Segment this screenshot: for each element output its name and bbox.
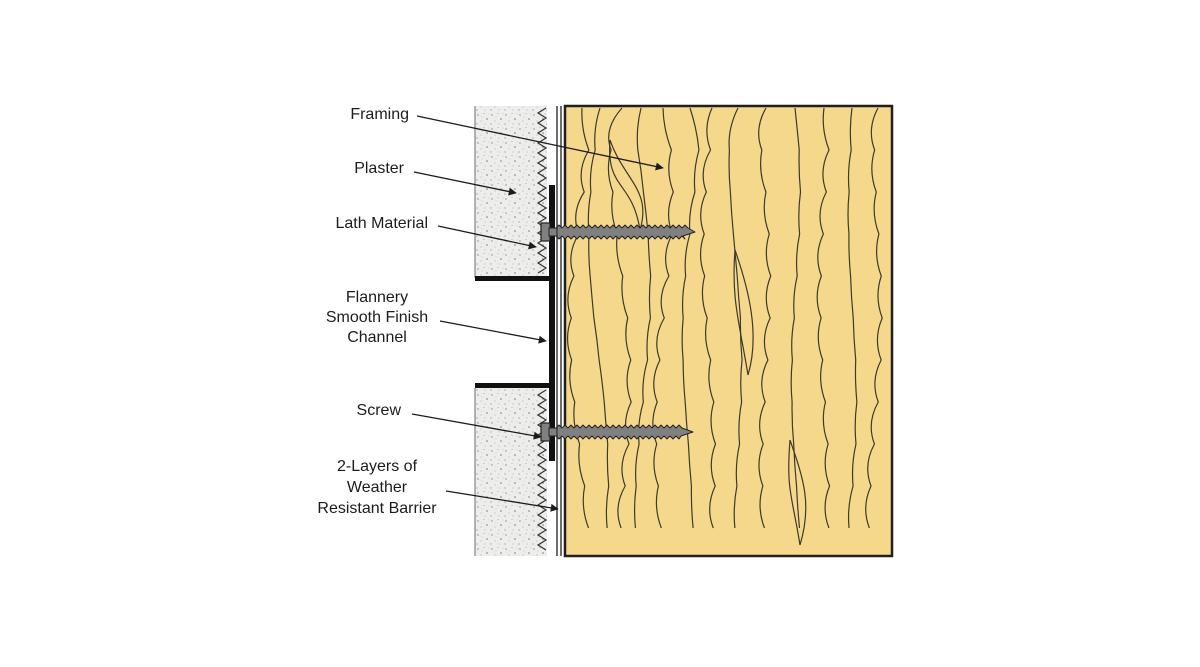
wood-grain-line: [681, 107, 700, 529]
label-screw: Screw: [357, 402, 402, 419]
leader-barrier: [445, 490, 559, 512]
label-channel-line-3: Channel: [347, 329, 407, 346]
label-barrier-line-3: Resistant Barrier: [317, 500, 437, 517]
wood-grain-line: [566, 107, 590, 529]
label-channel-line-2: Smooth Finish: [326, 309, 428, 326]
wood-grain-line: [790, 107, 802, 529]
smooth-finish-channel: [475, 185, 555, 461]
wood-grain-line: [728, 107, 743, 529]
lath-material-lower: [536, 389, 548, 551]
labels: Framing Plaster Lath Material Flannery S…: [317, 106, 437, 517]
label-barrier-line-2: Weather: [347, 479, 408, 496]
label-barrier-line-1: 2-Layers of: [337, 458, 418, 475]
leader-lines: [411, 115, 664, 512]
wood-grain-line: [816, 107, 831, 529]
wood-grain-line: [652, 107, 674, 529]
wood-grain-line: [847, 107, 858, 529]
framing-block: [563, 104, 894, 558]
lath-material-upper: [536, 107, 548, 274]
screw-shank: [548, 427, 558, 437]
plaster-lower: [474, 388, 547, 556]
leader-plaster: [413, 171, 517, 196]
screw-upper: [540, 222, 696, 242]
wood-knot: [788, 439, 807, 546]
wood-grain-line: [758, 107, 772, 529]
label-plaster: Plaster: [354, 160, 404, 177]
screw-shaft: [555, 224, 696, 240]
leader-channel: [439, 320, 547, 344]
wood-knot: [733, 249, 754, 376]
leader-framing: [416, 115, 664, 171]
wood-grain-line: [699, 107, 717, 529]
leader-lath: [437, 225, 537, 250]
label-framing: Framing: [350, 106, 409, 123]
screw-shank: [548, 227, 558, 237]
wood-grain-line: [633, 107, 652, 529]
wood-grain-line: [865, 107, 883, 529]
label-channel-line-1: Flannery: [346, 289, 408, 306]
leader-screw: [411, 413, 542, 440]
wood-grain-line: [587, 107, 610, 529]
screw-lower: [540, 422, 694, 442]
screw-shaft: [555, 424, 694, 440]
label-lath-material: Lath Material: [336, 215, 429, 232]
weather-resistant-barrier: [556, 106, 562, 556]
wood-grain: [566, 107, 883, 546]
wood-grain-line: [607, 107, 632, 529]
